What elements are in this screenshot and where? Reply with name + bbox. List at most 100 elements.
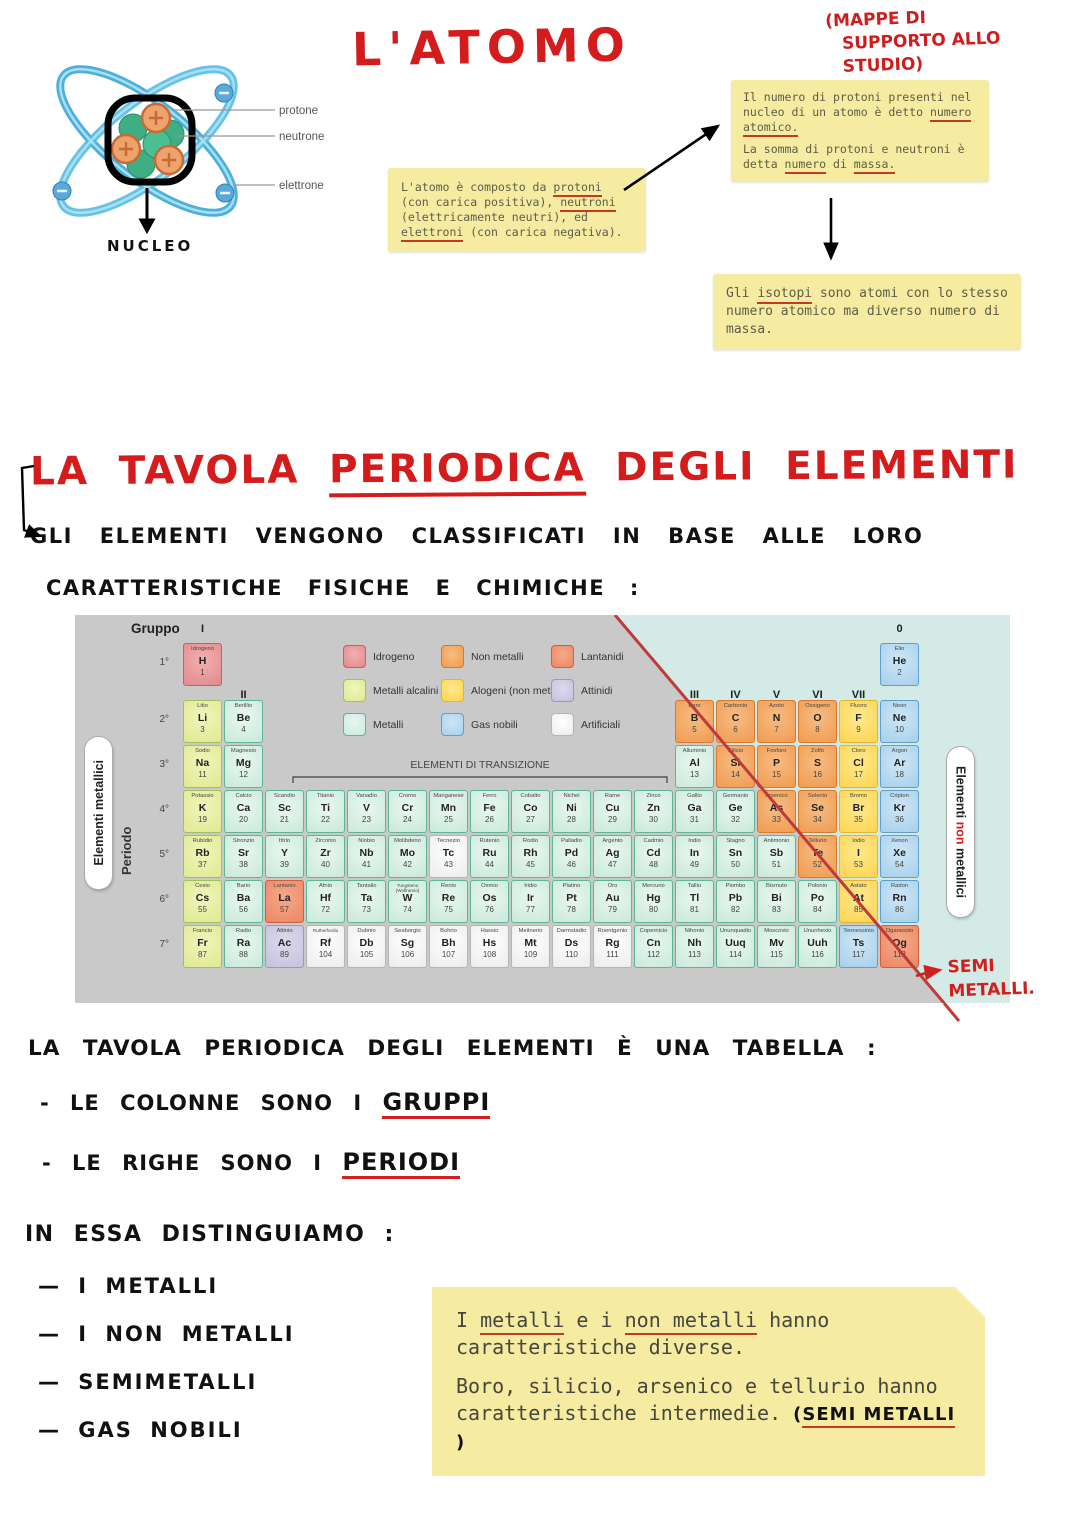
element-text: Zinco (646, 793, 661, 799)
element-text: Uuh (807, 937, 828, 949)
element-text: Tellurio (808, 838, 827, 844)
element-text: Stagno (726, 838, 745, 844)
element-text: Xenon (891, 838, 908, 844)
element-text: Stronzio (232, 838, 255, 844)
element-text: Attinio (276, 928, 293, 934)
element-text: 11 (198, 769, 207, 779)
element-text: 23 (362, 814, 371, 824)
text-segment: (elettricamente neutri), ed (401, 210, 588, 224)
element-text: Po (810, 892, 825, 904)
element-text: Uuq (725, 937, 746, 949)
element-text: Bromo (849, 793, 868, 799)
electron-icon (52, 83, 235, 203)
electron-label: elettrone (279, 180, 324, 192)
element-text: He (892, 655, 907, 667)
group-label-V: V (772, 689, 781, 701)
element-text: Ds (564, 937, 579, 949)
element-text: 115 (770, 949, 783, 959)
element-text: 75 (444, 904, 453, 914)
element-text: Potassio (191, 793, 214, 799)
element-text: Cromo (398, 793, 417, 799)
element-text: Ca (236, 802, 251, 814)
element-text: 77 (526, 904, 535, 914)
neutron-label: neutrone (279, 131, 324, 143)
section-title: LA TAVOLA PERIODICA DEGLI ELEMENTI (30, 443, 1019, 498)
text-segment: e i (564, 1308, 625, 1332)
list-item: — GAS NOBILI (38, 1418, 243, 1442)
element-text: 73 (362, 904, 371, 914)
element-text: 24 (403, 814, 412, 824)
element-text: 29 (608, 814, 617, 824)
element-text: Og (892, 937, 907, 949)
element-text: 6 (733, 724, 738, 734)
element-text: Pb (728, 892, 743, 904)
element-text: 81 (690, 904, 699, 914)
element-text: Kr (893, 802, 906, 814)
element-text: Bohrio (440, 928, 457, 934)
note-paragraph: La somma di protoni e neutroni è detta n… (743, 142, 977, 174)
gruppo-label: Gruppo (131, 621, 180, 636)
intro-line-1: GLI ELEMENTI VENGONO CLASSIFICATI IN BAS… (30, 524, 924, 548)
element-text: Seaborgio (394, 928, 421, 934)
semi-metalli-line1: SEMI (947, 955, 996, 978)
element-text: 38 (239, 859, 248, 869)
element-text: Re (441, 892, 456, 904)
element-text: Sc (278, 802, 291, 814)
element-text: Dubnio (357, 928, 376, 934)
element-text: Carbonio (723, 703, 748, 709)
note-paragraph: Il numero di protoni presenti nel nucleo… (743, 90, 977, 137)
element-text: Pt (566, 892, 577, 904)
element-text: Ag (605, 847, 620, 859)
period-label-4: 4° (159, 804, 169, 815)
list-item: — I NON METALLI (38, 1322, 295, 1346)
element-text: 107 (441, 949, 456, 959)
element-text: 88 (239, 949, 248, 959)
element-text: 20 (239, 814, 248, 824)
list-item: — I METALLI (38, 1274, 219, 1298)
period-label-6: 6° (159, 894, 169, 905)
text-segment: I (456, 1308, 481, 1332)
element-text: 40 (321, 859, 330, 869)
period-label-3: 3° (159, 759, 169, 770)
proton-label: protone (279, 105, 318, 117)
text-segment: hanno caratteristiche diverse. (456, 1308, 830, 1359)
element-text: Zr (320, 847, 331, 859)
element-text: 19 (198, 814, 207, 824)
element-text: 42 (403, 859, 412, 869)
text-segment: ( (793, 1404, 803, 1425)
semi-metalli-line2: METALLI. (948, 978, 1036, 1002)
element-text: 17 (854, 769, 863, 779)
element-text: Be (236, 712, 251, 724)
element-text: 55 (198, 904, 207, 914)
element-text: F (855, 712, 862, 724)
element-text: 117 (852, 949, 865, 959)
text-segment: ) (456, 1432, 466, 1453)
metals-side-text: Elementi metallici (91, 760, 106, 866)
element-text: Litio (197, 703, 208, 709)
element-text: 14 (731, 769, 740, 779)
element-text: S (813, 757, 821, 769)
element-text: Hg (646, 892, 661, 904)
element-text: W (402, 892, 413, 904)
element-text: Darmstadio (556, 928, 587, 934)
element-text: Idrogeno (191, 646, 214, 652)
element-text: 12 (239, 769, 248, 779)
element-text: Mv (769, 937, 784, 949)
element-text: 48 (649, 859, 658, 869)
element-text: 79 (608, 904, 617, 914)
element-text: Br (852, 802, 865, 814)
element-text: Hf (319, 892, 332, 904)
text-segment: - LE RIGHE SONO I (42, 1151, 343, 1175)
element-text: 57 (280, 904, 289, 914)
